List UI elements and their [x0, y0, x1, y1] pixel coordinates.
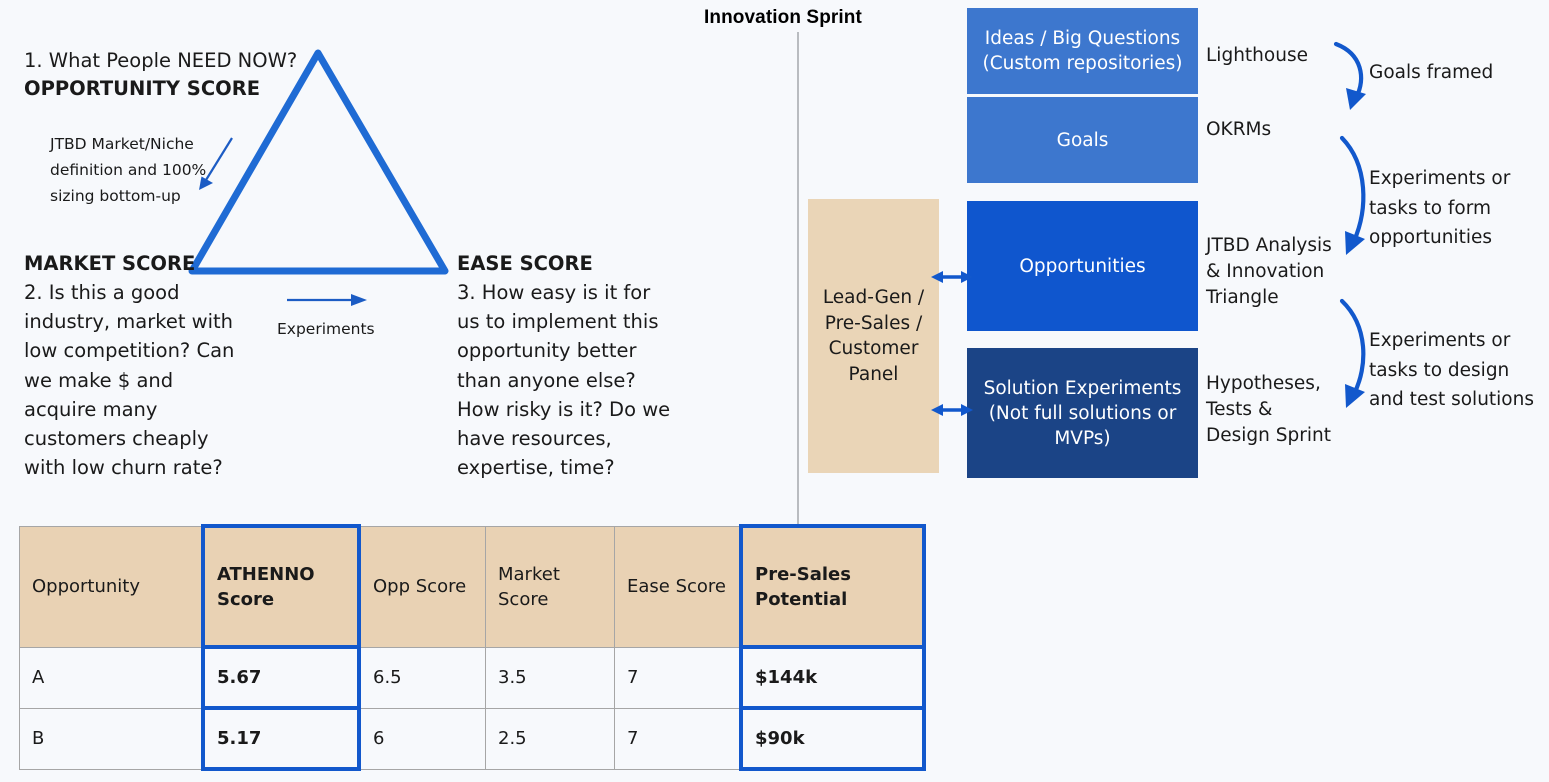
- arrow-label-goals-framed: Goals framed: [1369, 62, 1494, 83]
- side-label-hypotheses: Hypotheses, Tests & Design Sprint: [1206, 373, 1331, 446]
- cell-opp-score: 6.5: [358, 646, 486, 709]
- page-title: Innovation Sprint: [704, 7, 862, 28]
- table-header-row: Opportunity ATHENNO Score Opp Score Mark…: [19, 524, 926, 648]
- market-score-body: 2. Is this a good industry, market with …: [24, 281, 235, 480]
- cell-pre-sales-potential: $144k: [739, 645, 926, 710]
- vertical-divider: [797, 32, 799, 748]
- cell-market-score: 3.5: [485, 646, 615, 709]
- flow-box-opportunities-label: Opportunities: [1019, 255, 1146, 277]
- side-label-lighthouse: Lighthouse: [1206, 45, 1308, 66]
- side-label-jtbd-analysis: JTBD Analysis & Innovation Triangle: [1206, 235, 1332, 308]
- triangle-outline: [188, 49, 449, 275]
- table-row: B 5.17 6 2.5 7 $90k: [19, 707, 926, 771]
- col-header-market-score: Market Score: [485, 525, 615, 648]
- cell-opp-score: 6: [358, 707, 486, 770]
- jtbd-note: JTBD Market/Niche definition and 100% si…: [50, 135, 207, 205]
- lead-gen-panel: Lead-Gen / Pre-Sales / Customer Panel: [808, 199, 939, 473]
- col-header-opp-score: Opp Score: [358, 525, 486, 648]
- curved-arrow-goals-framed-icon: [1330, 38, 1390, 113]
- flow-box-goals-label: Goals: [1056, 129, 1109, 151]
- cell-opportunity: A: [19, 646, 204, 709]
- cell-opportunity: B: [19, 707, 204, 770]
- cell-ease-score: 7: [614, 707, 742, 770]
- col-header-pre-sales-potential: Pre-Sales Potential: [739, 524, 926, 648]
- lead-gen-panel-label: Lead-Gen / Pre-Sales / Customer Panel: [822, 287, 925, 385]
- flow-box-ideas-label: Ideas / Big Questions (Custom repositori…: [982, 28, 1183, 74]
- innovation-triangle-graphic: [170, 40, 490, 290]
- cell-athenno-score: 5.67: [201, 645, 361, 710]
- col-header-opportunity: Opportunity: [19, 525, 204, 648]
- experiments-arrow-icon: [285, 292, 375, 308]
- cell-pre-sales-potential: $90k: [739, 707, 926, 771]
- connector-opportunities: [930, 268, 974, 286]
- col-header-athenno-score: ATHENNO Score: [201, 524, 361, 648]
- cell-athenno-score: 5.17: [201, 707, 361, 771]
- col-header-ease-score: Ease Score: [614, 525, 742, 648]
- opportunity-question: 1. What People NEED NOW?: [24, 49, 298, 72]
- table-row: A 5.67 6.5 3.5 7 $144k: [19, 645, 926, 710]
- opportunity-score-heading: 1. What People NEED NOW? OPPORTUNITY SCO…: [24, 47, 354, 103]
- opportunity-score-table: Opportunity ATHENNO Score Opp Score Mark…: [19, 524, 926, 771]
- curved-arrow-form-opportunities-icon: [1332, 133, 1392, 258]
- jtbd-callout-arrow: [199, 137, 233, 190]
- side-label-okrms: OKRMs: [1206, 119, 1272, 140]
- connector-solution-experiments: [930, 401, 974, 419]
- flow-box-solution-experiments: Solution Experiments (Not full solutions…: [967, 348, 1198, 478]
- ease-score-body: 3. How easy is it for us to implement th…: [457, 281, 671, 480]
- market-score-label: MARKET SCORE: [24, 252, 196, 275]
- ease-score-label: EASE SCORE: [457, 252, 593, 275]
- experiments-label: Experiments: [277, 320, 375, 338]
- opportunity-score-label: OPPORTUNITY SCORE: [24, 77, 261, 100]
- flow-box-solution-experiments-label: Solution Experiments (Not full solutions…: [983, 377, 1182, 449]
- flow-box-goals: Goals: [967, 97, 1198, 183]
- arrow-label-design-test: Experiments or tasks to design and test …: [1369, 330, 1534, 410]
- curved-arrow-design-test-icon: [1332, 296, 1392, 411]
- cell-market-score: 2.5: [485, 707, 615, 770]
- flow-box-ideas: Ideas / Big Questions (Custom repositori…: [967, 8, 1198, 94]
- flow-box-opportunities: Opportunities: [967, 201, 1198, 331]
- arrow-label-form-opportunities: Experiments or tasks to form opportuniti…: [1369, 168, 1511, 248]
- cell-ease-score: 7: [614, 646, 742, 709]
